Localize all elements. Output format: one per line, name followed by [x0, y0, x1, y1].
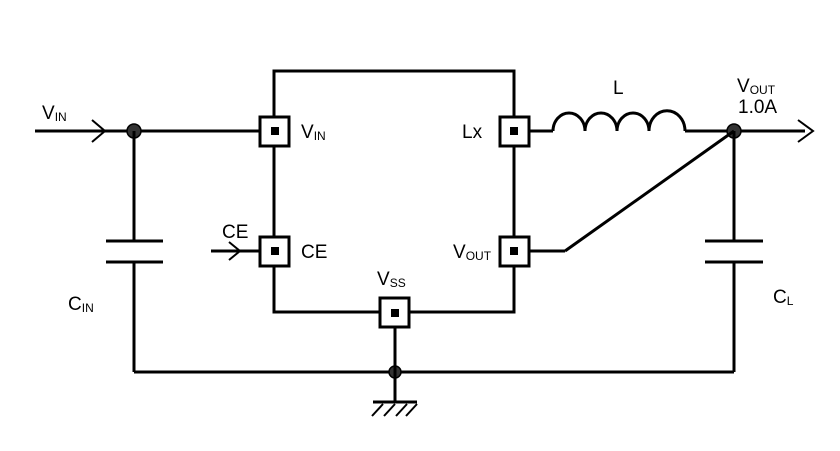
inductor-coil [551, 109, 687, 132]
ce-input-label: CE [222, 222, 248, 243]
pin-ce-dot [271, 247, 279, 255]
pin-vout-box [498, 235, 531, 268]
ground-icon [371, 403, 418, 417]
pin-vin-label: VIN [301, 122, 326, 143]
pin-ce-label: CE [301, 242, 327, 263]
cl-label: CL [773, 287, 794, 308]
vout-diagonal-wire [564, 129, 735, 253]
pin-vin-dot [271, 127, 279, 135]
vin-input-label: VIN [42, 103, 67, 124]
vin-arrow-icon [91, 119, 107, 143]
pin-vss-label: VSS [377, 269, 406, 290]
inductor-label: L [613, 78, 624, 99]
vout-arrow-icon [797, 119, 815, 143]
pin-lx-label: Lx [462, 122, 483, 143]
pin-lx-dot [510, 127, 518, 135]
pin-vout-label: VOUT [453, 242, 492, 263]
cin-label: CIN [68, 294, 94, 315]
pin-vss-dot [391, 309, 399, 317]
vout-output-label: VOUT [737, 76, 776, 97]
output-current-label: 1.0A [738, 97, 777, 118]
ce-arrow-icon [228, 241, 242, 261]
pin-vout-dot [510, 247, 518, 255]
